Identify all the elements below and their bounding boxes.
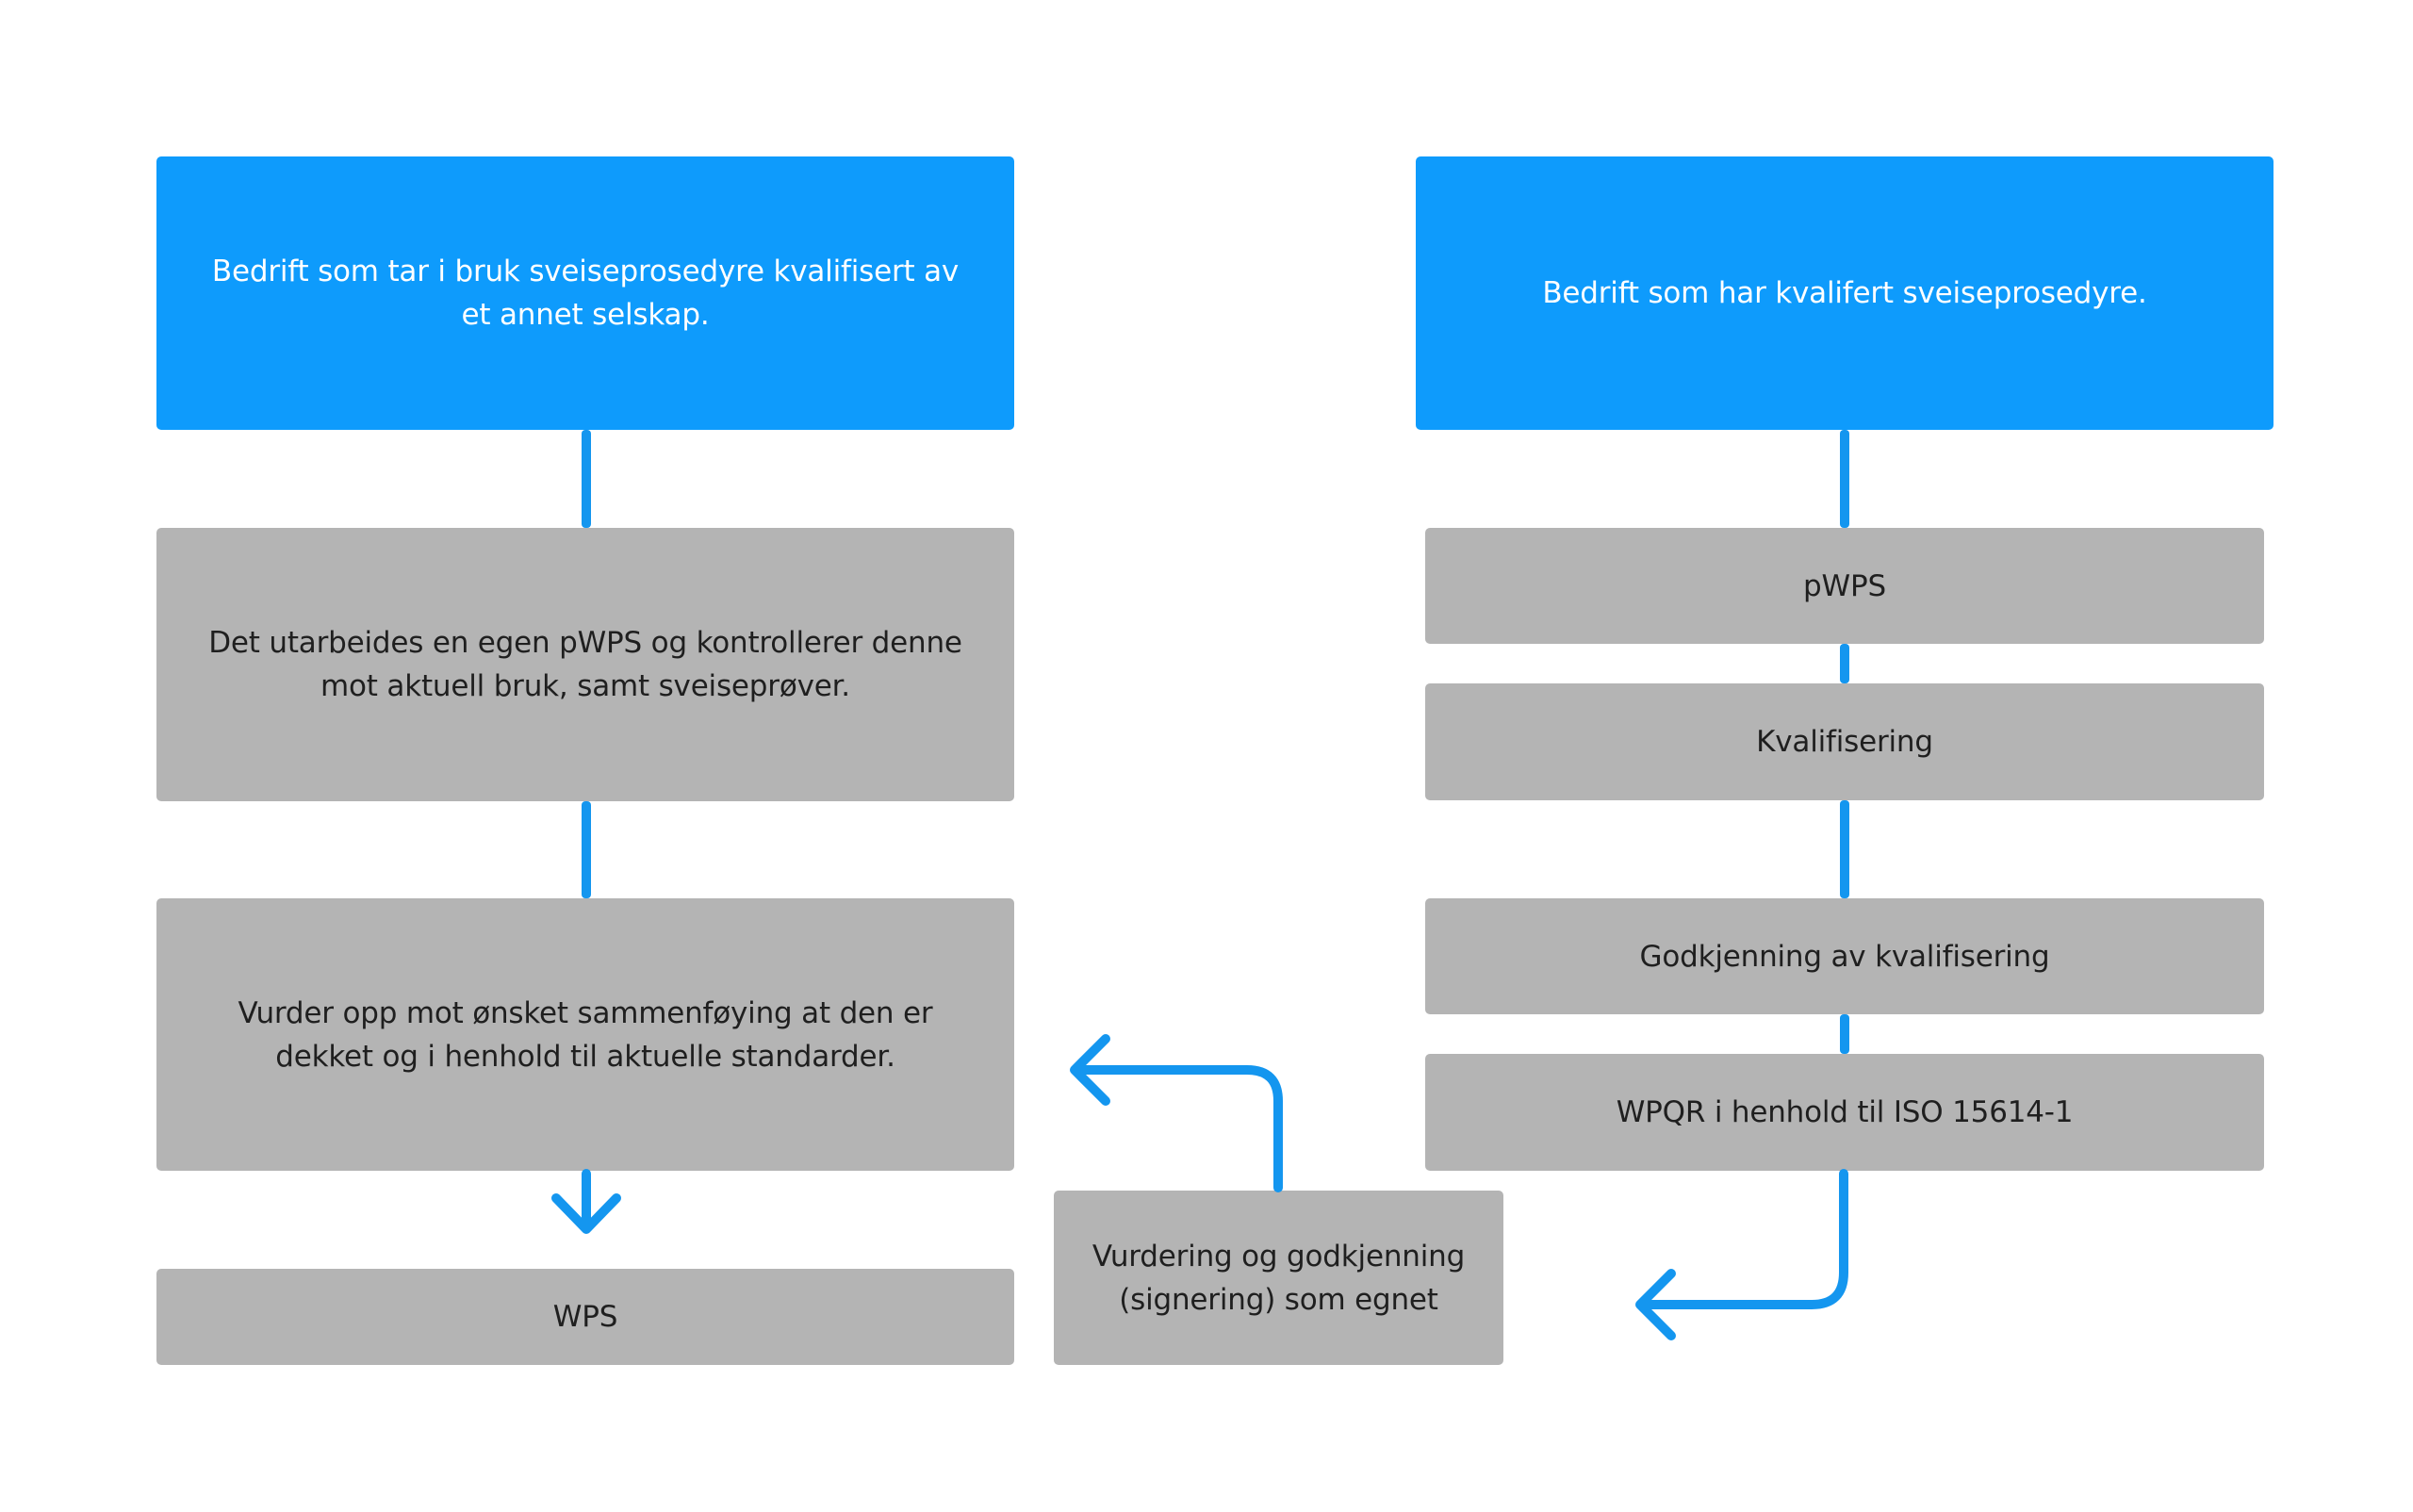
left-step-evaluate-text: Vurder opp mot ønsket sammenføying at de… xyxy=(238,995,933,1074)
connector-right-1 xyxy=(1840,430,1849,528)
left-header-box: Bedrift som tar i bruk sveiseprosedyre k… xyxy=(156,156,1014,430)
connector-right-3 xyxy=(1840,800,1849,898)
connector-left-1 xyxy=(582,430,591,528)
connector-left-2 xyxy=(582,801,591,898)
right-qualification-box: Kvalifisering xyxy=(1425,683,2264,800)
right-wpqr-box: WPQR i henhold til ISO 15614-1 xyxy=(1425,1054,2264,1171)
arrow-approval-to-evaluate xyxy=(1070,1034,1283,1192)
wps-box: WPS xyxy=(156,1269,1014,1365)
arrow-wpqr-to-approval xyxy=(1635,1169,1848,1340)
arrow-down-to-wps xyxy=(551,1169,621,1234)
wps-text: WPS xyxy=(552,1300,618,1334)
right-header-text: Bedrift som har kvalifert sveiseprosedyr… xyxy=(1542,276,2147,310)
approval-box: Vurdering og godkjenning (signering) som… xyxy=(1054,1191,1503,1365)
connector-right-4 xyxy=(1840,1014,1849,1054)
right-approval-text: Godkjenning av kvalifisering xyxy=(1639,939,2050,974)
left-step-pwps-box: Det utarbeides en egen pWPS og kontrolle… xyxy=(156,528,1014,801)
left-step-evaluate-box: Vurder opp mot ønsket sammenføying at de… xyxy=(156,898,1014,1171)
right-approval-box: Godkjenning av kvalifisering xyxy=(1425,898,2264,1014)
connector-right-2 xyxy=(1840,644,1849,683)
right-header-box: Bedrift som har kvalifert sveiseprosedyr… xyxy=(1416,156,2273,430)
left-header-text: Bedrift som tar i bruk sveiseprosedyre k… xyxy=(211,255,960,332)
right-qualification-text: Kvalifisering xyxy=(1756,725,1933,759)
approval-text: Vurdering og godkjenning (signering) som… xyxy=(1092,1239,1466,1317)
left-step-pwps-text: Det utarbeides en egen pWPS og kontrolle… xyxy=(208,626,962,703)
right-wpqr-text: WPQR i henhold til ISO 15614-1 xyxy=(1616,1095,2074,1129)
right-pwps-box: pWPS xyxy=(1425,528,2264,644)
right-pwps-text: pWPS xyxy=(1803,568,1886,603)
